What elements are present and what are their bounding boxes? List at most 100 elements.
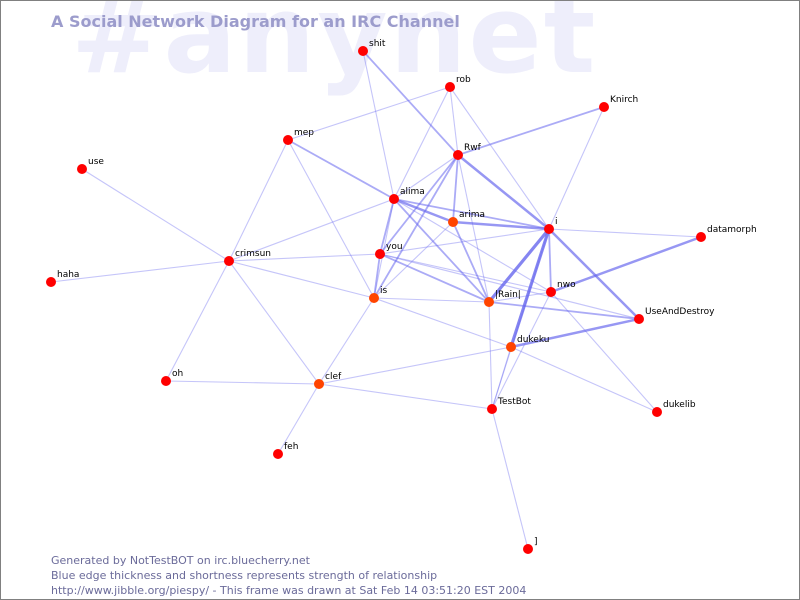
- footer: Generated by NotTestBOT on irc.bluecherr…: [51, 553, 526, 598]
- edge-alima-is: [373, 198, 395, 299]
- node-dot: [445, 82, 455, 92]
- node-dot: [389, 194, 399, 204]
- node-label: clef: [325, 372, 342, 382]
- node-dot: [546, 287, 556, 297]
- node-label: rob: [456, 75, 471, 85]
- node-alima: alima: [389, 187, 425, 204]
- node-label: |Rain|: [495, 290, 521, 300]
- node-label: use: [88, 157, 104, 167]
- edge-dukeku-TestBot: [491, 346, 512, 410]
- edge-alima-crimsun: [228, 198, 395, 262]
- node-label: you: [386, 242, 403, 252]
- edge-rob-i: [449, 86, 550, 230]
- node-label: oh: [172, 369, 183, 379]
- node-label: arima: [459, 210, 485, 220]
- edge-alima-i: [393, 198, 550, 230]
- node-TestBot: TestBot: [487, 397, 531, 414]
- node-label: mep: [294, 128, 314, 138]
- edge-alima-arima: [393, 197, 454, 224]
- edge-mep-alima: [287, 139, 395, 200]
- node-label: datamorph: [707, 225, 757, 235]
- node-rob: rob: [445, 75, 471, 92]
- node-mep: mep: [283, 128, 314, 145]
- edge-Rain-TestBot: [488, 301, 493, 410]
- node-label: haha: [57, 270, 79, 280]
- edge-alima-you: [379, 198, 395, 255]
- edge-i-nwo: [548, 228, 552, 293]
- node-label: Rwf: [464, 143, 482, 153]
- edge-use-crimsun: [81, 168, 230, 262]
- channel-watermark: #anynet: [71, 0, 598, 98]
- node-label: UseAndDestroy: [645, 307, 715, 317]
- edge-crimsun-oh: [165, 260, 230, 382]
- edge-datamorph-nwo: [550, 235, 702, 294]
- node-dot: [696, 232, 706, 242]
- node-Rwf: Rwf: [453, 143, 482, 160]
- node-bracket: ]: [523, 537, 538, 554]
- nodes-layer: shitrobKnirchmepRwfusealimaarimaidatamor…: [46, 39, 757, 554]
- node-dot: [448, 217, 458, 227]
- node-label: Knirch: [610, 95, 638, 105]
- edge-i-UseAndDestroy: [548, 228, 640, 320]
- node-crimsun: crimsun: [224, 249, 271, 266]
- edge-i-Rain: [487, 227, 551, 304]
- edge-alima-nwo: [393, 198, 552, 293]
- edges-layer: [50, 50, 702, 550]
- node-label: dukelib: [663, 400, 696, 410]
- node-dot: [487, 404, 497, 414]
- node-feh: feh: [273, 442, 298, 459]
- node-label: is: [380, 286, 388, 296]
- node-dot: [283, 135, 293, 145]
- node-dot: [544, 224, 554, 234]
- node-dukeku: dukeku: [506, 335, 549, 352]
- node-nwo: nwo: [546, 280, 576, 297]
- edge-nwo-TestBot: [491, 291, 552, 410]
- edge-shit-Rwf: [362, 50, 459, 156]
- edge-Rwf-is: [373, 154, 459, 299]
- edge-i-TestBot: [491, 228, 550, 410]
- edge-Rwf-Rain: [457, 154, 490, 303]
- node-label: shit: [369, 39, 386, 49]
- edge-rob-alima: [393, 86, 451, 200]
- edge-rob-Rwf: [449, 86, 459, 156]
- node-datamorph: datamorph: [696, 225, 757, 242]
- edge-i-dukeku: [509, 228, 551, 348]
- edge-Rain-UseAndDestroy: [488, 301, 640, 320]
- edge-crimsun-is: [228, 260, 375, 299]
- edge-arima-Rain: [452, 221, 490, 303]
- node-dot: [224, 256, 234, 266]
- edge-arima-i: [452, 220, 550, 231]
- node-dot: [453, 150, 463, 160]
- edge-is-clef: [318, 297, 375, 385]
- edge-mep-crimsun: [228, 139, 289, 262]
- node-oh: oh: [161, 369, 183, 386]
- node-dot: [652, 407, 662, 417]
- edge-alima-Rain: [393, 198, 490, 303]
- edge-you-UseAndDestroy: [379, 253, 640, 320]
- node-dot: [77, 164, 87, 174]
- edge-Rwf-alima: [393, 154, 459, 200]
- edge-UseAndDestroy-dukeku: [510, 317, 640, 349]
- edge-i-you: [379, 228, 550, 255]
- node-label: nwo: [557, 280, 576, 290]
- node-dot: [484, 297, 494, 307]
- edge-Knirch-i: [548, 106, 605, 230]
- edge-clef-feh: [277, 383, 320, 455]
- edge-you-nwo: [379, 253, 552, 293]
- node-Rain: |Rain|: [484, 290, 521, 307]
- edge-clef-TestBot: [318, 383, 493, 410]
- node-Knirch: Knirch: [599, 95, 638, 112]
- edge-TestBot-bracket: [491, 408, 529, 550]
- node-UseAndDestroy: UseAndDestroy: [634, 307, 715, 324]
- node-dot: [523, 544, 533, 554]
- edge-mep-is: [287, 139, 375, 299]
- node-you: you: [375, 242, 403, 259]
- edge-you-is: [373, 253, 381, 299]
- edge-dukeku-dukelib: [510, 346, 658, 413]
- edge-Rwf-i: [457, 154, 550, 230]
- node-dot: [46, 277, 56, 287]
- node-dot: [375, 249, 385, 259]
- footer-generated-by: Generated by NotTestBOT on irc.bluecherr…: [51, 554, 310, 567]
